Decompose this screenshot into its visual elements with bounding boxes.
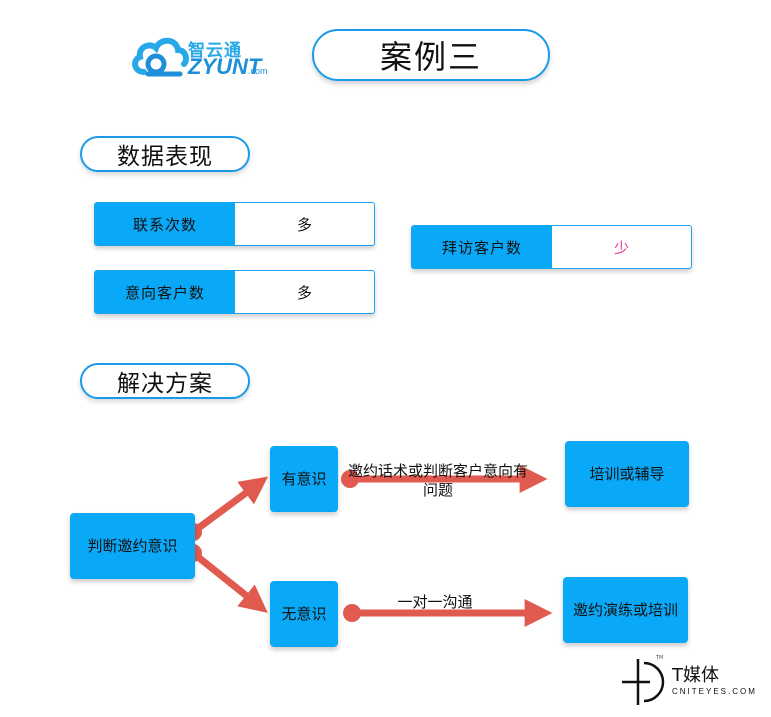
metric-value: 多 [296,283,312,302]
page-title: 案例三 [312,29,550,81]
logo-com-text: .com [248,66,268,76]
t-media-logo-icon [622,659,665,705]
node-unaware-result: 邀约演练或培训 [563,577,688,643]
arrow-dot [343,604,361,622]
cloud-icon [132,37,189,77]
arrow-root-to-aware [190,476,269,535]
metric-intent-customers: 意向客户数 多 [94,270,375,314]
logo-en-text: ZYUNT [188,54,262,79]
edge-label-unaware: 一对一沟通 [397,593,473,611]
section-title-data: 数据表现 [80,136,250,172]
metric-label: 拜访客户数 [412,226,552,268]
metric-visit-customers: 拜访客户数 少 [411,225,692,269]
node-root: 判断邀约意识 [70,513,195,579]
watermark-tm: TM [656,655,664,661]
metric-contact-count: 联系次数 多 [94,202,375,246]
arrow-root-to-unaware [190,550,268,613]
metric-value: 少 [613,238,629,257]
metric-label: 联系次数 [95,203,235,245]
watermark: TM T媒体 CNITEYES.COM [620,655,765,710]
watermark-en: CNITEYES.COM [672,687,757,696]
node-aware-result: 培训或辅导 [565,441,689,507]
metric-value: 多 [296,215,312,234]
logo-cn-text: 智云通 [188,41,242,61]
edge-label-aware: 邀约话术或判断客户意向有问题 [347,462,528,499]
watermark-cn: T媒体 [672,665,719,686]
metric-label: 意向客户数 [95,271,235,313]
zyunt-logo: 智云通 ZYUNT .com [130,30,280,85]
node-aware: 有意识 [270,446,338,512]
arrow-dot [341,470,359,488]
section-title-solution: 解决方案 [80,363,250,399]
node-unaware: 无意识 [270,581,338,647]
